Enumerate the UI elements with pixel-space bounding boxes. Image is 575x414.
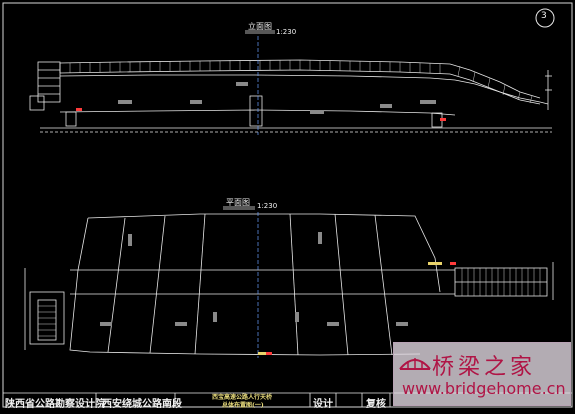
designer-org: 陕西省公路勘察设计院 [5, 399, 105, 410]
drawing-name-line2: 总体布置图(一) [222, 402, 264, 409]
watermark-url: www.bridgehome.cn [402, 379, 566, 398]
bridge-logo-icon [399, 358, 431, 370]
elevation-title: 立面图 [248, 22, 272, 31]
plan-annotations [100, 232, 408, 326]
elevation-red-marks [76, 108, 446, 121]
watermark-cn: 桥梁之家 [432, 355, 537, 380]
plan-red-marks [266, 262, 456, 355]
elevation-scale: 1:230 [276, 28, 297, 36]
plan-yellow-marks [258, 262, 442, 355]
plan-left-stair-hatch [38, 305, 56, 337]
sheet-frame [2, 2, 573, 408]
drawing-name-line1: 西宝高速公路人行天桥 [212, 394, 273, 401]
review-label: 复核 [366, 399, 386, 410]
elevation-view [29, 30, 552, 133]
plan-right-stair-hatch [461, 268, 541, 296]
watermark: 桥梁之家 www.bridgehome.cn [393, 342, 571, 406]
plan-view [24, 206, 554, 356]
plan-scale: 1:230 [257, 202, 278, 210]
elevation-railing-hatch [69, 60, 533, 104]
elevation-annotations [118, 82, 436, 114]
sheet-number: 3 [541, 11, 547, 21]
plan-title: 平面图 [226, 198, 250, 207]
sheet-number-circle [535, 8, 555, 28]
design-label: 设计 [313, 399, 333, 410]
client-org: 西安绕城公路南段 [102, 399, 182, 410]
